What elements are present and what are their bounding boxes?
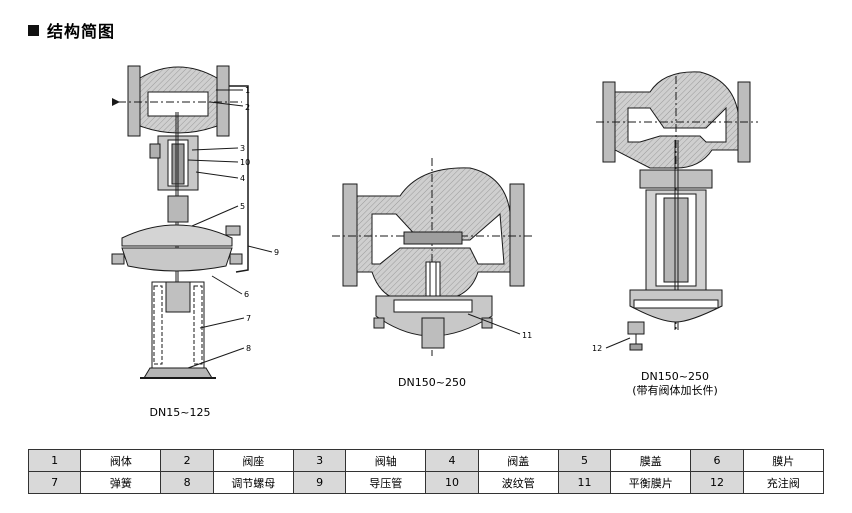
part-number: 1 <box>27 449 82 472</box>
figure-3-caption: DN150~250 (带有阀体加长件) <box>610 370 740 398</box>
callout-8: 8 <box>246 344 251 353</box>
part-number: 10 <box>425 471 479 494</box>
part-name: 调节螺母 <box>212 471 294 494</box>
part-number: 12 <box>690 471 744 494</box>
part-name: 膜片 <box>742 449 825 472</box>
section-heading: 结构简图 <box>28 19 115 41</box>
part-number: 11 <box>557 471 612 494</box>
figure-2-caption: DN150~250 <box>398 376 466 389</box>
callout-3: 3 <box>240 144 245 153</box>
table-row: 1 阀体 2 阀座 3 阀轴 4 阀盖 5 膜盖 6 膜片 <box>27 449 825 472</box>
callout-11: 11 <box>522 331 532 340</box>
callout-12: 12 <box>592 344 602 353</box>
part-name: 阀体 <box>80 449 162 472</box>
callout-10: 10 <box>240 158 250 167</box>
callout-1: 1 <box>245 86 250 95</box>
part-number: 6 <box>690 449 744 472</box>
part-name: 阀座 <box>212 449 294 472</box>
part-name: 充注阀 <box>742 471 825 494</box>
section-title: 结构简图 <box>47 22 116 41</box>
diagram-dn15-125 <box>111 65 273 379</box>
part-number: 7 <box>27 471 82 494</box>
parts-table: 1 阀体 2 阀座 3 阀轴 4 阀盖 5 膜盖 6 膜片 7 弹簧 8 调节螺… <box>27 449 825 494</box>
part-number: 8 <box>160 471 214 494</box>
diagram-dn150-250-extended <box>596 71 758 351</box>
part-number: 9 <box>292 471 347 494</box>
callout-4: 4 <box>240 174 245 183</box>
diagram-dn150-250 <box>332 158 534 356</box>
callout-6: 6 <box>244 290 249 299</box>
bullet-square-icon <box>28 24 39 36</box>
part-name: 平衡膜片 <box>610 471 692 494</box>
figure-3-caption-line1: DN150~250 <box>641 370 709 383</box>
part-name: 阀盖 <box>477 449 559 472</box>
callout-labels: 1 2 3 10 4 5 9 6 7 8 11 12 <box>240 86 602 353</box>
callout-2: 2 <box>245 103 250 112</box>
structure-diagrams: 1 2 3 10 4 5 9 6 7 8 11 12 <box>111 65 758 379</box>
table-row: 7 弹簧 8 调节螺母 9 导压管 10 波纹管 11 平衡膜片 12 充注阀 <box>27 471 825 494</box>
part-name: 波纹管 <box>477 471 559 494</box>
part-number: 4 <box>425 449 479 472</box>
part-number: 5 <box>557 449 612 472</box>
callout-7: 7 <box>246 314 251 323</box>
figure-3-caption-line2: (带有阀体加长件) <box>632 384 718 397</box>
part-name: 膜盖 <box>610 449 692 472</box>
part-name: 阀轴 <box>345 449 427 472</box>
part-number: 3 <box>292 449 347 472</box>
callout-9: 9 <box>274 248 279 257</box>
callout-5: 5 <box>240 202 245 211</box>
part-number: 2 <box>160 449 214 472</box>
figure-1-caption: DN15~125 <box>149 406 211 419</box>
part-name: 弹簧 <box>80 471 162 494</box>
part-name: 导压管 <box>345 471 427 494</box>
